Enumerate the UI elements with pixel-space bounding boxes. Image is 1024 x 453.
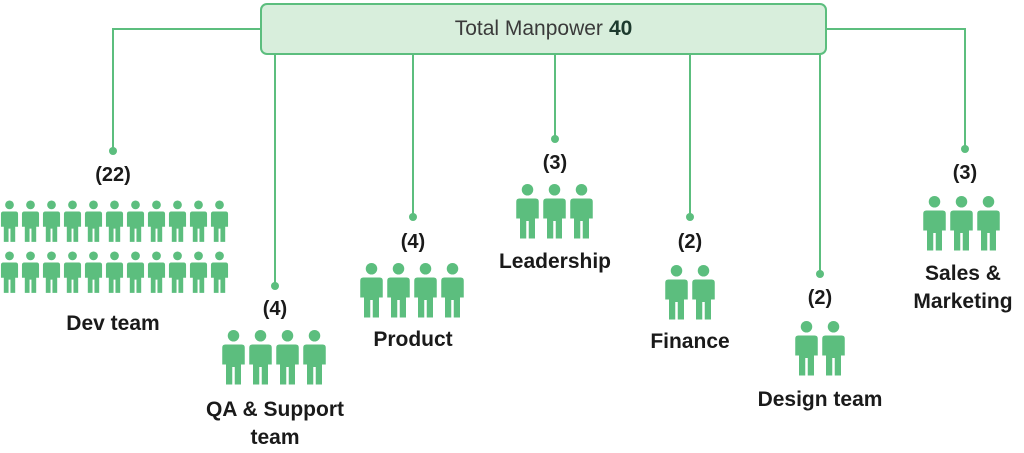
total-manpower-box: Total Manpower 40 (260, 3, 827, 55)
qa-support-name: QA & Support team (205, 398, 345, 449)
person-icon (515, 183, 540, 244)
person-icon (302, 329, 327, 390)
person-icon (794, 320, 819, 381)
person-icon (84, 249, 103, 300)
person-icon (248, 329, 273, 390)
person-icon (664, 264, 689, 325)
person-icon (359, 262, 384, 323)
person-icon (189, 249, 208, 300)
person-icon (0, 198, 19, 249)
person-icon (147, 198, 166, 249)
person-icon (168, 249, 187, 300)
person-icon (691, 264, 716, 325)
person-icon (42, 249, 61, 300)
dev-team-count: (22) (95, 164, 131, 186)
node-dot (271, 282, 279, 290)
leadership-name: Leadership (498, 250, 612, 273)
person-icon (821, 320, 846, 381)
person-icon (63, 198, 82, 249)
finance-count: (2) (677, 231, 703, 253)
person-icon (84, 198, 103, 249)
dev-team-name: Dev team (66, 312, 160, 335)
node-dot (409, 213, 417, 221)
person-icon (147, 249, 166, 300)
product-count: (4) (400, 231, 426, 253)
qa-support-count: (4) (262, 298, 288, 320)
person-icon (21, 249, 40, 300)
sales-marketing-name: Sales & Marketing (913, 262, 1013, 313)
total-manpower-label: Total Manpower (454, 17, 603, 40)
node-dot (686, 213, 694, 221)
person-icon (189, 198, 208, 249)
person-icon (105, 198, 124, 249)
person-icon (63, 249, 82, 300)
person-icon (105, 249, 124, 300)
person-icon (21, 198, 40, 249)
person-icon (0, 249, 19, 300)
product-name: Product (373, 328, 453, 351)
person-icon (221, 329, 246, 390)
person-icon (126, 198, 145, 249)
person-icon (542, 183, 567, 244)
connector-sales-marketing (827, 28, 966, 148)
person-icon (210, 249, 229, 300)
person-icon (42, 198, 61, 249)
person-icon (275, 329, 300, 390)
design-team-name: Design team (757, 388, 883, 411)
total-manpower-value: 40 (608, 17, 633, 40)
person-icon (440, 262, 465, 323)
person-icon (210, 198, 229, 249)
node-dot (961, 145, 969, 153)
person-icon (569, 183, 594, 244)
sales-marketing-count: (3) (952, 162, 978, 184)
person-icon (386, 262, 411, 323)
connector-dev-team (112, 28, 260, 150)
node-dot (551, 135, 559, 143)
person-icon (949, 195, 974, 256)
leadership-count: (3) (542, 152, 568, 174)
person-icon (413, 262, 438, 323)
finance-name: Finance (650, 330, 730, 353)
person-icon (126, 249, 145, 300)
person-icon (922, 195, 947, 256)
person-icon (168, 198, 187, 249)
design-team-count: (2) (807, 287, 833, 309)
person-icon (976, 195, 1001, 256)
node-dot (816, 270, 824, 278)
node-dot (109, 147, 117, 155)
